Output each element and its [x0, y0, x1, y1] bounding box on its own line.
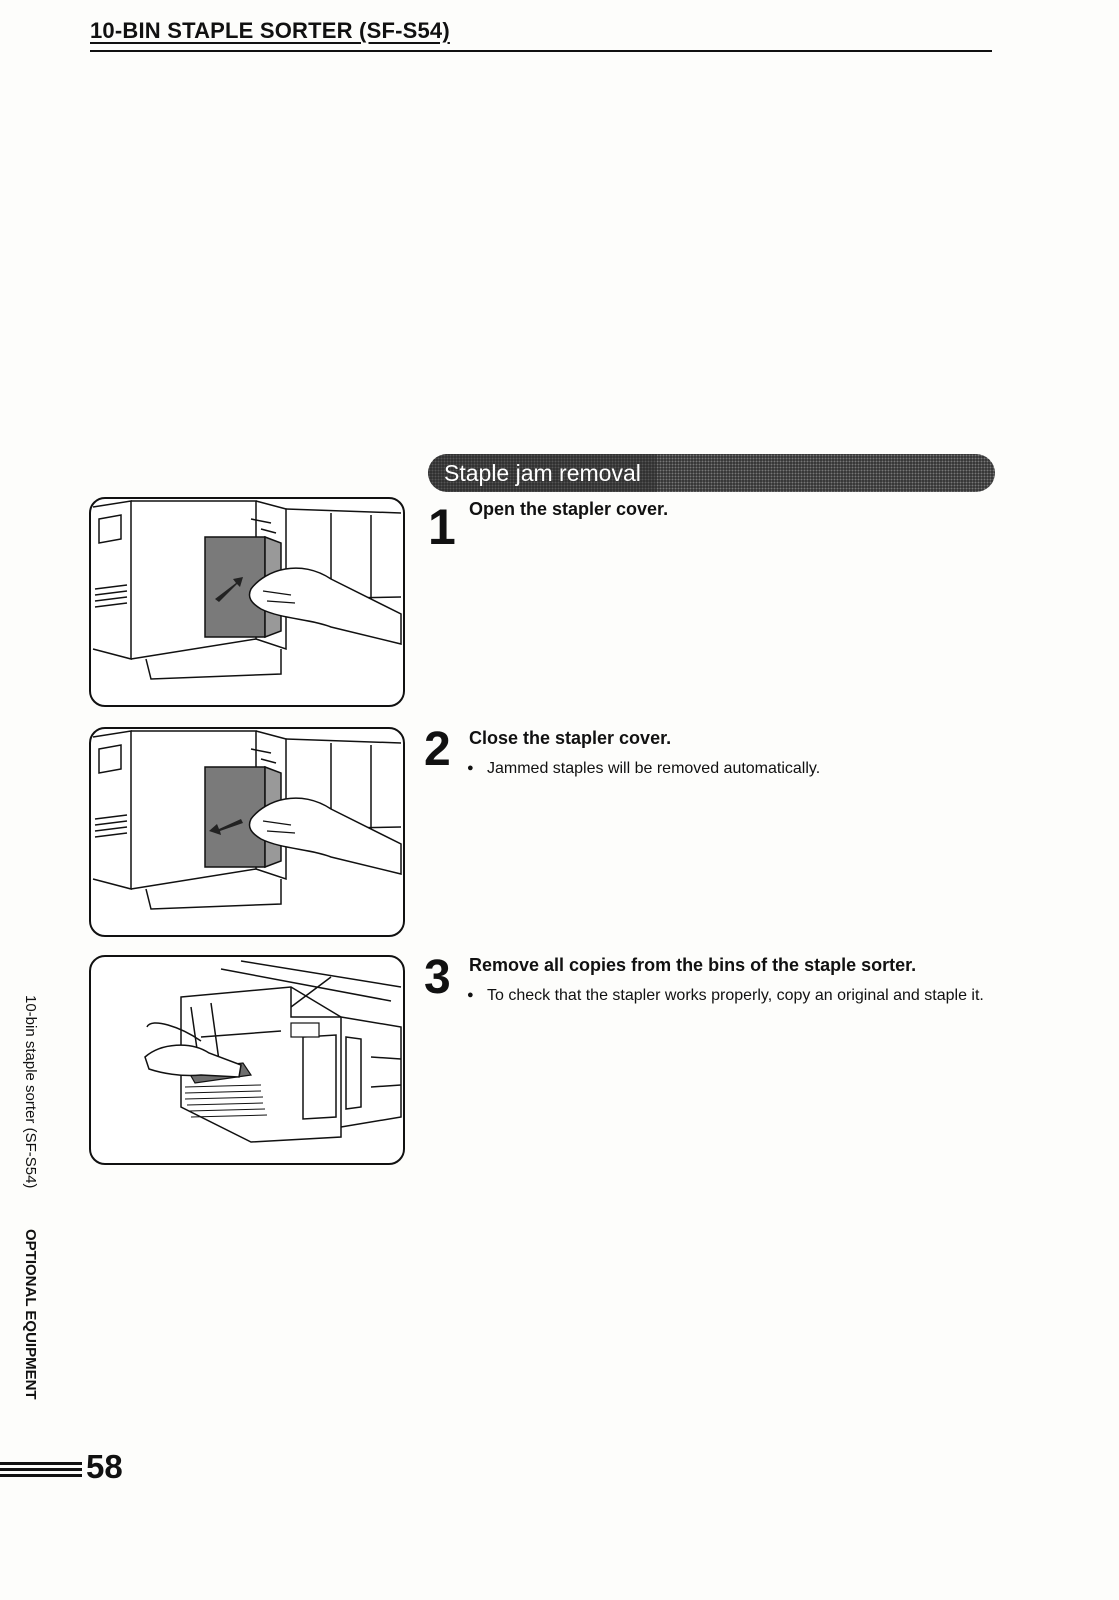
- step-1-number: 1: [428, 499, 456, 555]
- figure-remove-copies: [89, 955, 405, 1165]
- section-banner: Staple jam removal: [428, 454, 995, 492]
- step-3-note: To check that the stapler works properly…: [467, 985, 987, 1006]
- step-3-number: 3: [424, 951, 451, 1004]
- page-marker-bars: [0, 1462, 82, 1480]
- illustration-remove-copies: [144, 960, 402, 1143]
- page-number: 58: [86, 1448, 123, 1485]
- step-2-number: 2: [424, 723, 451, 776]
- side-tab-chapter: OPTIONAL EQUIPMENT: [22, 1228, 39, 1400]
- step-2-title: Close the stapler cover.: [469, 728, 672, 748]
- section-title: Staple jam removal: [428, 454, 657, 492]
- step-3-title: Remove all copies from the bins of the s…: [469, 955, 917, 975]
- title-rule: [90, 50, 992, 52]
- page-title: 10-BIN STAPLE SORTER (SF-S54): [90, 18, 450, 43]
- figure-close-stapler-cover: [89, 727, 405, 937]
- illustration-open-cover: [92, 500, 402, 680]
- step-2-note: Jammed staples will be removed automatic…: [467, 758, 987, 779]
- step-1-title: Open the stapler cover.: [469, 499, 669, 519]
- side-tab-topic: 10-bin staple sorter (SF-S54): [22, 995, 39, 1189]
- illustration-close-cover: [92, 730, 402, 910]
- figure-open-stapler-cover: [89, 497, 405, 707]
- side-tab: 10-bin staple sorter (SF-S54) OPTIONAL E…: [22, 995, 39, 1399]
